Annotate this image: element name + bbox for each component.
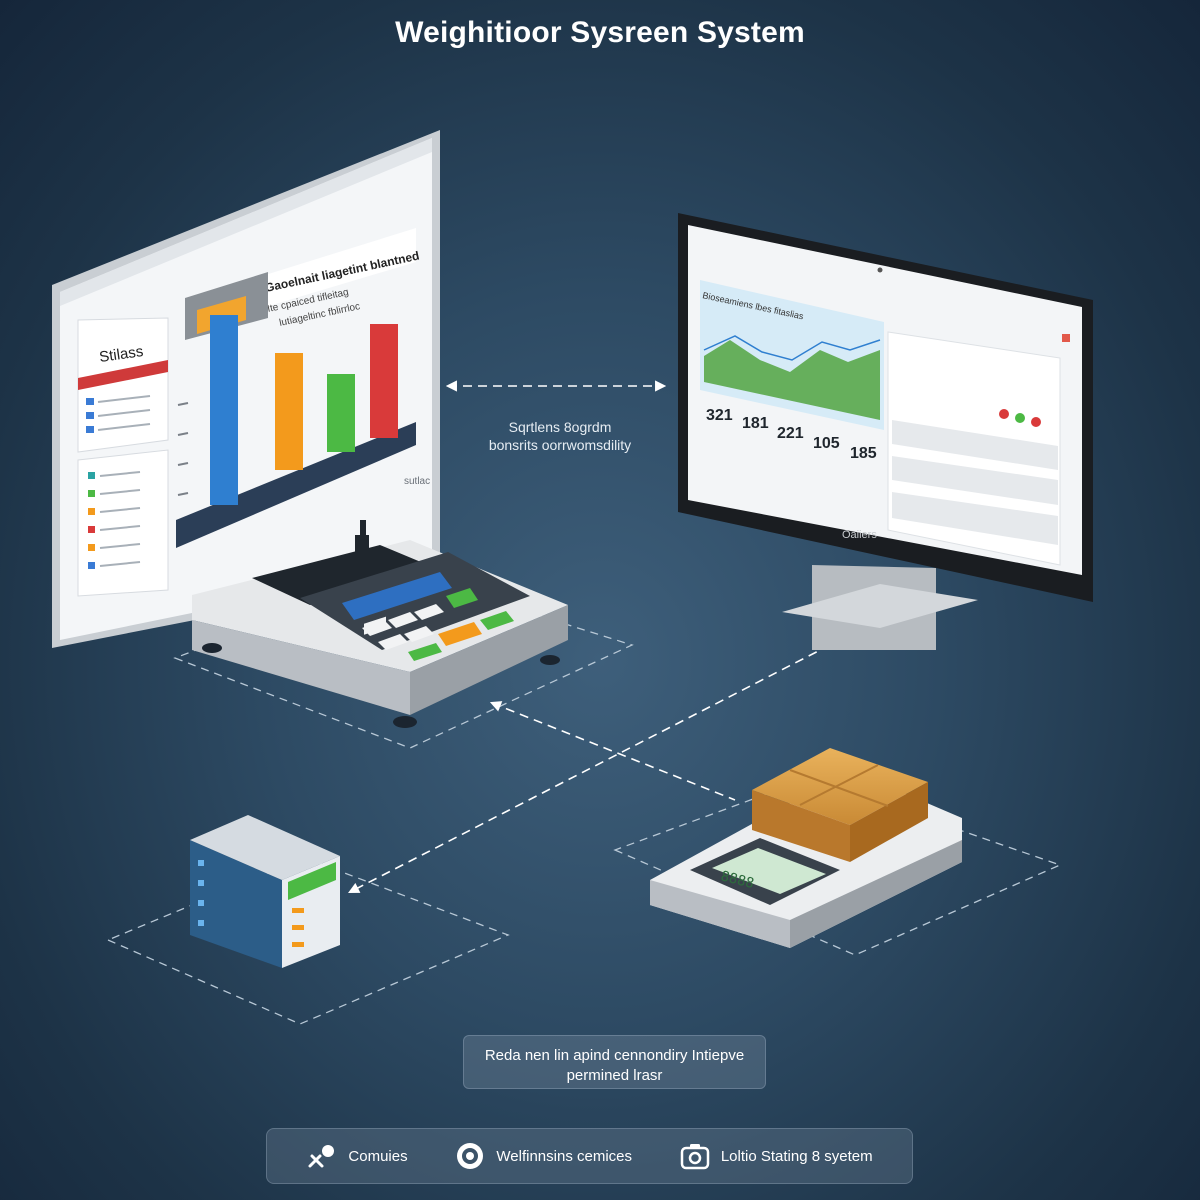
right-stats-row: 321 181 221 105 185 — [706, 407, 877, 462]
right-monitor-brand: Oaiiers — [842, 529, 877, 541]
left-sidebar-title: Stilass — [98, 343, 144, 366]
left-side-tag: sutlac — [404, 476, 430, 487]
right-stat-4: 105 — [813, 435, 840, 452]
left-bar-2 — [275, 353, 303, 470]
legend-item-camera[interactable]: Loltio Stating 8 syetem — [679, 1140, 873, 1172]
status-dot-2 — [1015, 413, 1025, 423]
legend-label-2: Welfinnsins cemices — [496, 1147, 633, 1165]
server-unit — [190, 815, 340, 968]
middle-label: Sqrtlens 8ogrdm bonsrits oorrwomsdility — [470, 418, 650, 454]
right-stat-5: 185 — [850, 445, 877, 462]
right-stat-1: 321 — [706, 407, 733, 424]
plug-icon — [308, 1145, 335, 1168]
status-dot-3 — [1031, 417, 1041, 427]
connection-lines — [348, 380, 831, 894]
left-bar-3 — [327, 374, 355, 452]
legend-bar: Comuies Welfinnsins cemices Loltio Stati… — [266, 1128, 913, 1184]
weighing-terminal — [192, 520, 568, 728]
camera-icon — [680, 1144, 710, 1170]
page-title: Weighitioor Sysreen System — [395, 16, 805, 49]
legend-label-3: Loltio Stating 8 syetem — [720, 1147, 873, 1165]
left-bar-chart — [210, 315, 398, 505]
right-stat-2: 181 — [742, 415, 769, 432]
left-bar-1 — [210, 315, 238, 505]
scale-readout: 8888 — [719, 868, 756, 892]
target-icon — [457, 1143, 484, 1169]
middle-label-line2: bonsrits oorrwomsdility — [488, 437, 632, 453]
note-line1: Reda nen lin apind cennondiry Intiepve — [484, 1047, 745, 1064]
parcel-scale: 8888 — [650, 748, 962, 948]
legend-item-target[interactable]: Welfinnsins cemices — [454, 1140, 632, 1172]
link-scale-terminal — [489, 701, 736, 801]
left-monitor: Stilass Gaoelnait liagetint blantned Ite… — [52, 130, 440, 648]
right-stat-3: 221 — [777, 425, 804, 442]
note-box: Reda nen lin apind cennondiry Intiepve p… — [463, 1035, 766, 1089]
status-dot-1 — [999, 409, 1009, 419]
note-line2: permined lrasr — [566, 1067, 663, 1084]
legend-item-plug[interactable]: Comuies — [306, 1140, 408, 1172]
left-bar-4 — [370, 324, 398, 438]
legend-label-1: Comuies — [348, 1147, 408, 1165]
right-status-dots — [999, 409, 1041, 427]
middle-label-line1: Sqrtlens 8ogrdm — [508, 419, 612, 435]
